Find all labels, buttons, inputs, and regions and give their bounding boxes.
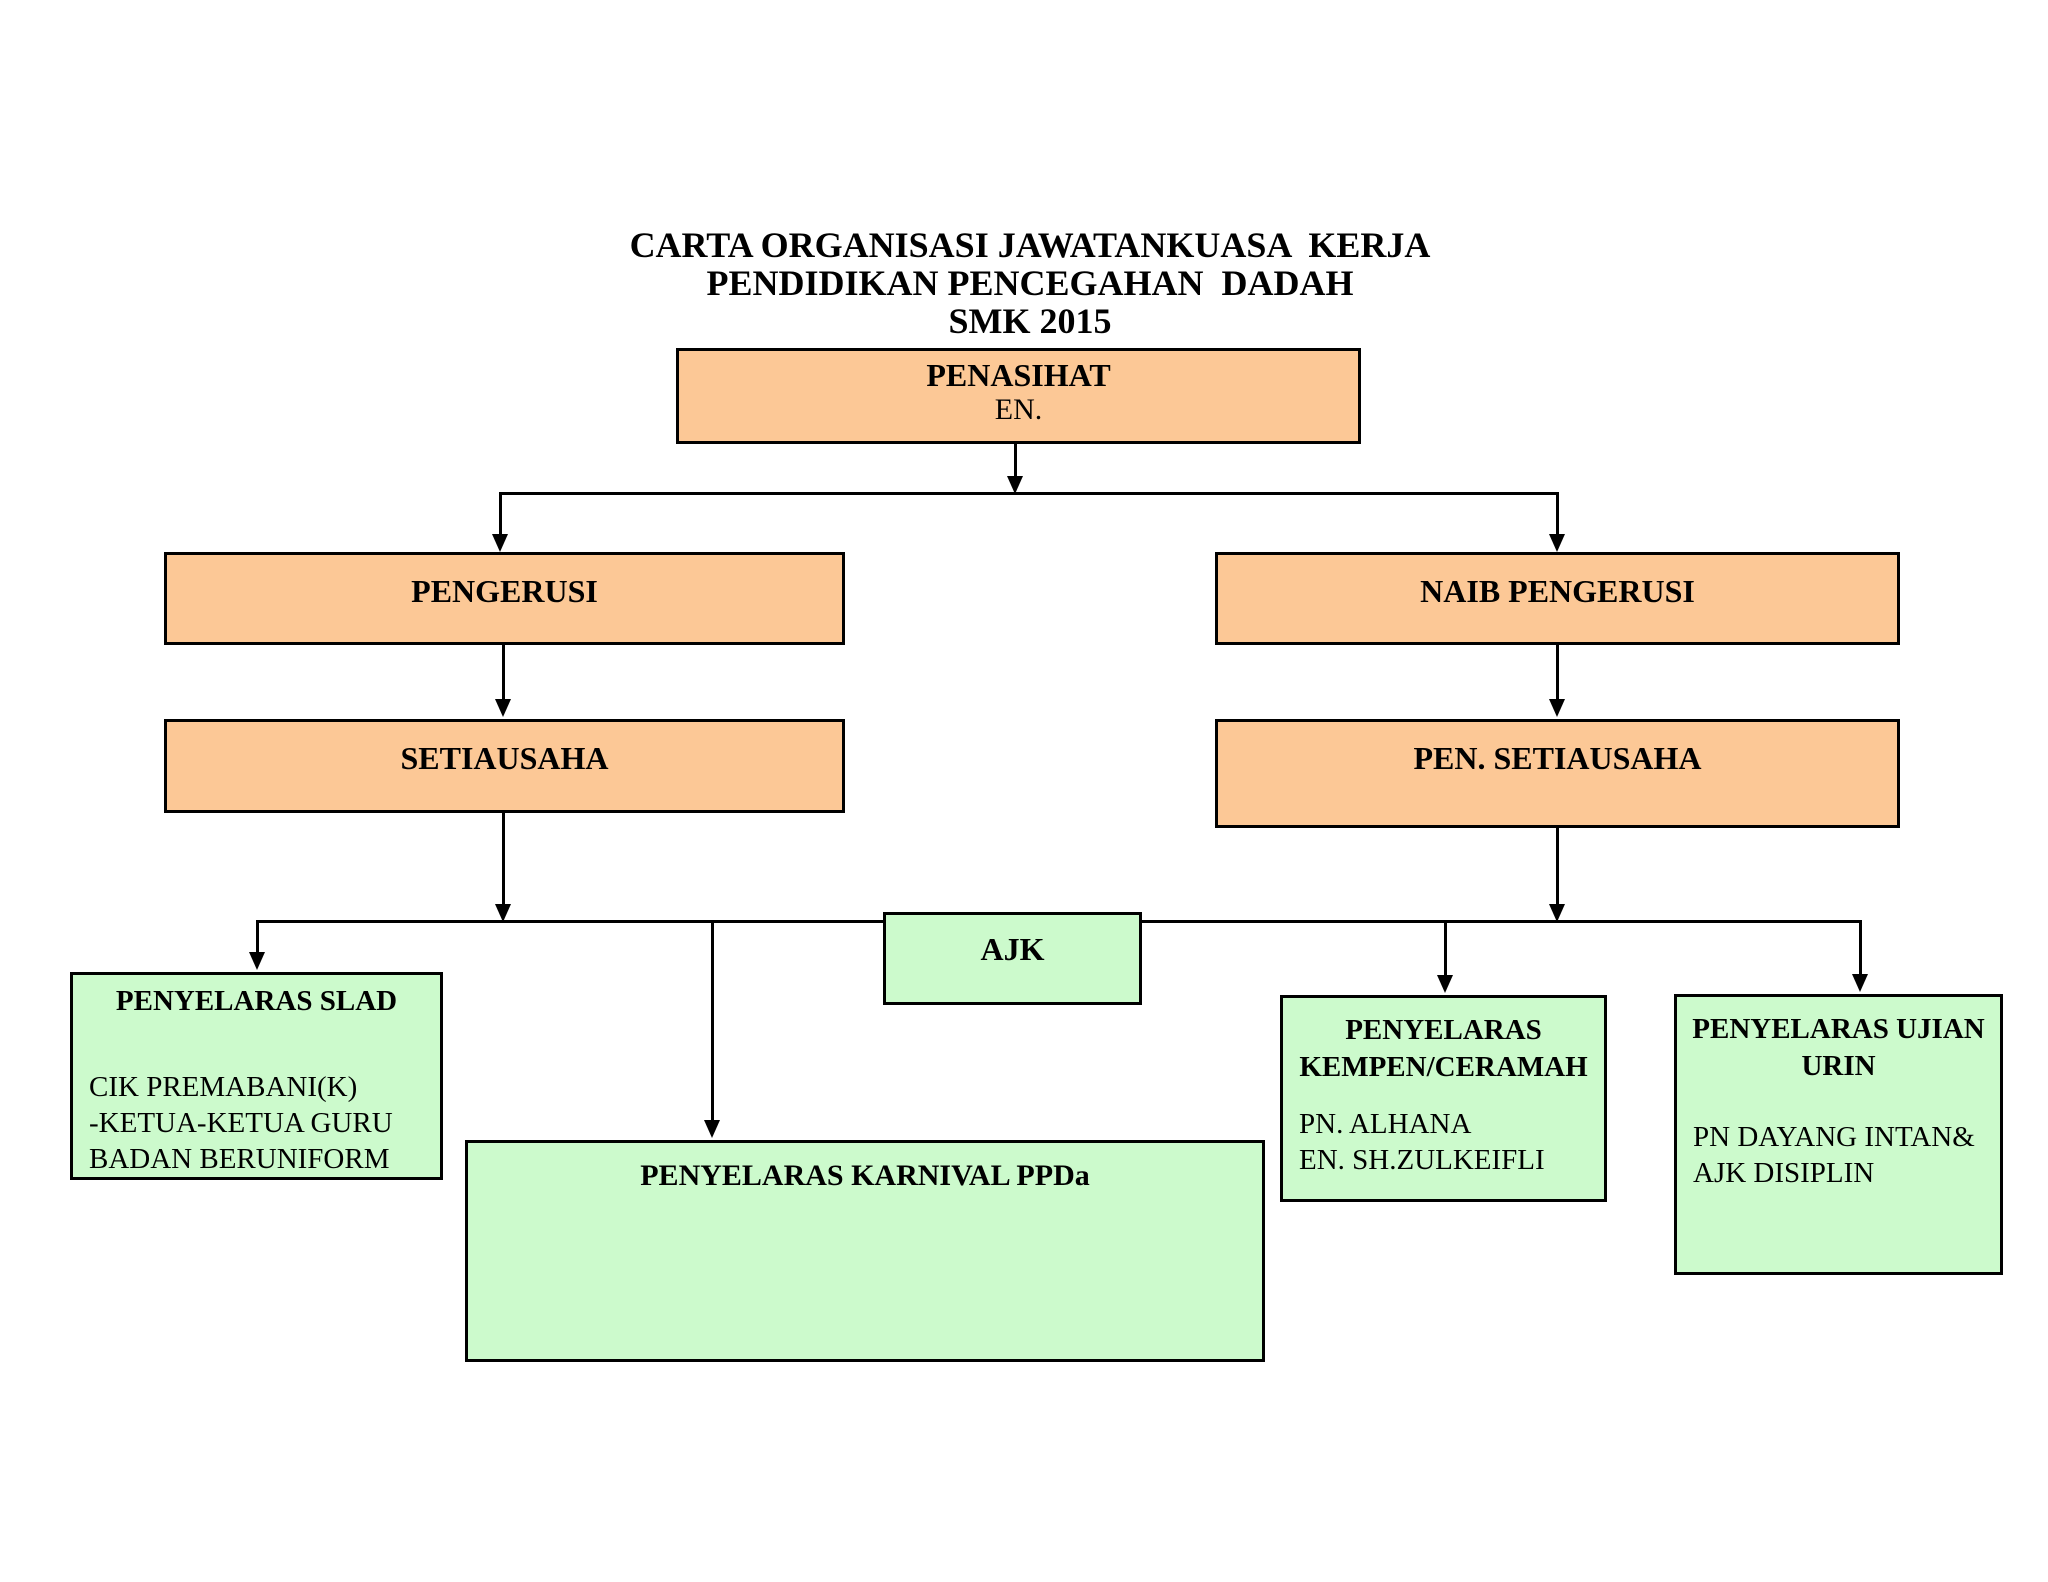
node-penyelaras-ujian: PENYELARAS UJIAN URIN PN DAYANG INTAN& A… bbox=[1674, 994, 2003, 1275]
arrowhead-naib-pengerusi bbox=[1549, 534, 1565, 552]
node-ajk: AJK bbox=[883, 912, 1142, 1005]
node-setiausaha: SETIAUSAHA bbox=[164, 719, 845, 813]
slad-member-line: -KETUA-KETUA GURU bbox=[89, 1107, 393, 1139]
arrowhead-karnival bbox=[704, 1120, 720, 1138]
connector-to-naib-pengerusi bbox=[1556, 492, 1559, 536]
node-penyelaras-kempen-members: PN. ALHANA EN. SH.ZULKEIFLI bbox=[1283, 1106, 1604, 1178]
node-penyelaras-kempen: PENYELARAS KEMPEN/CERAMAH PN. ALHANA EN.… bbox=[1280, 995, 1607, 1202]
node-naib-pengerusi-label: NAIB PENGERUSI bbox=[1420, 573, 1695, 609]
arrowhead-slad bbox=[249, 952, 265, 970]
ujian-member-line: AJK DISIPLIN bbox=[1693, 1157, 1875, 1189]
arrowhead-pengerusi bbox=[492, 534, 508, 552]
ujian-member-line: PN DAYANG INTAN& bbox=[1693, 1121, 1975, 1153]
node-penyelaras-ujian-members: PN DAYANG INTAN& AJK DISIPLIN bbox=[1677, 1119, 2000, 1191]
node-penasihat-sublabel: EN. bbox=[994, 393, 1043, 426]
arrowhead-ajk-rail-right bbox=[1549, 904, 1565, 922]
arrowhead-setiausaha bbox=[495, 699, 511, 717]
arrowhead-ajk-rail-left bbox=[495, 904, 511, 922]
connector-pen-setiausaha-ajk-rail bbox=[1556, 828, 1559, 906]
connector-to-ujian bbox=[1859, 920, 1862, 976]
chart-title-line-2: PENDIDIKAN PENCEGAHAN DADAH bbox=[706, 263, 1354, 303]
node-penyelaras-karnival: PENYELARAS KARNIVAL PPDa bbox=[465, 1140, 1265, 1362]
connector-to-pengerusi bbox=[499, 492, 502, 536]
node-pengerusi-label: PENGERUSI bbox=[411, 573, 598, 609]
node-penyelaras-slad: PENYELARAS SLAD CIK PREMABANI(K) -KETUA-… bbox=[70, 972, 443, 1180]
arrowhead-pen-setiausaha bbox=[1549, 699, 1565, 717]
connector-split-rail bbox=[499, 492, 1559, 495]
chart-title: CARTA ORGANISASI JAWATANKUASA KERJA PEND… bbox=[400, 226, 1660, 340]
node-penyelaras-slad-label: PENYELARAS SLAD bbox=[115, 985, 398, 1017]
slad-member-line: CIK PREMABANI(K) bbox=[89, 1071, 358, 1103]
arrowhead-kempen bbox=[1437, 975, 1453, 993]
connector-to-karnival bbox=[711, 920, 714, 1122]
slad-member-line: BADAN BERUNIFORM bbox=[89, 1143, 390, 1175]
connector-naib-pen-setiausaha bbox=[1556, 645, 1559, 701]
connector-setiausaha-ajk-rail bbox=[502, 813, 505, 906]
node-pen-setiausaha: PEN. SETIAUSAHA bbox=[1215, 719, 1900, 828]
connector-pengerusi-setiausaha bbox=[502, 645, 505, 701]
chart-title-line-3: SMK 2015 bbox=[948, 301, 1112, 341]
node-penyelaras-slad-members: CIK PREMABANI(K) -KETUA-KETUA GURU BADAN… bbox=[73, 1069, 440, 1177]
node-ajk-label: AJK bbox=[980, 931, 1045, 967]
node-penyelaras-karnival-label: PENYELARAS KARNIVAL PPDa bbox=[640, 1159, 1090, 1192]
node-penyelaras-ujian-label: PENYELARAS UJIAN URIN bbox=[1692, 1013, 1985, 1082]
node-pen-setiausaha-label: PEN. SETIAUSAHA bbox=[1413, 740, 1702, 776]
arrowhead-penasihat bbox=[1007, 476, 1023, 494]
chart-title-line-1: CARTA ORGANISASI JAWATANKUASA KERJA bbox=[629, 225, 1431, 265]
node-penasihat: PENASIHAT EN. bbox=[676, 348, 1361, 444]
node-naib-pengerusi: NAIB PENGERUSI bbox=[1215, 552, 1900, 645]
connector-to-slad bbox=[256, 920, 259, 954]
arrowhead-ujian bbox=[1852, 974, 1868, 992]
node-setiausaha-label: SETIAUSAHA bbox=[400, 740, 609, 776]
connector-penasihat-stem bbox=[1014, 444, 1017, 478]
connector-to-kempen bbox=[1444, 920, 1447, 977]
node-penasihat-label: PENASIHAT bbox=[926, 357, 1111, 393]
node-pengerusi: PENGERUSI bbox=[164, 552, 845, 645]
kempen-member-line: EN. SH.ZULKEIFLI bbox=[1299, 1144, 1545, 1176]
kempen-member-line: PN. ALHANA bbox=[1299, 1108, 1472, 1140]
node-penyelaras-kempen-label: PENYELARAS KEMPEN/CERAMAH bbox=[1299, 1014, 1588, 1083]
